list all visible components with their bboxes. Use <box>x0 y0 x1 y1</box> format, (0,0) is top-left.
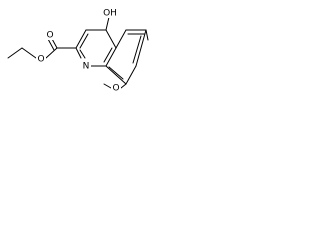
hydroxyl-label: OH <box>103 9 117 19</box>
bond-c6-c7b-inner <box>132 35 142 64</box>
bond-ch2-ch3 <box>7 47 23 59</box>
bond-c4a-c5 <box>115 29 127 49</box>
bond-o-ch3 <box>103 83 112 89</box>
bond-c6-c7b <box>135 29 147 67</box>
bond-c7-o <box>120 83 127 89</box>
bond-c8-c8a <box>105 65 127 85</box>
bonds <box>7 16 149 89</box>
bond-c2-c3 <box>75 29 87 49</box>
bond-c4a-c8a-inner <box>103 47 113 63</box>
bond-o-ch2 <box>21 47 37 59</box>
bond-c4a-c8a <box>105 47 117 67</box>
bond-c2-c3-inner <box>79 33 89 49</box>
bond-c8-c8a-inner <box>108 66 124 80</box>
bond-c6-c7 <box>145 29 149 41</box>
ring-nitrogen-label: N <box>83 62 90 72</box>
bond-c-o-double-b <box>47 38 55 51</box>
carbonyl-oxygen-label: O <box>46 31 53 41</box>
bond-n-c2-inner <box>79 49 86 59</box>
bond-c4-c4a <box>105 29 117 49</box>
methoxy-oxygen-label: O <box>112 84 119 94</box>
bond-n-c2 <box>75 47 82 59</box>
ester-oxygen-label: O <box>37 55 44 65</box>
bond-c4-oh <box>105 16 110 31</box>
atom-labels: OH O O N O <box>36 8 121 94</box>
bond-c-o-single <box>45 47 58 59</box>
chemical-structure-diagram: OH O O N O <box>7 8 149 94</box>
bond-c7-c8 <box>125 65 137 85</box>
